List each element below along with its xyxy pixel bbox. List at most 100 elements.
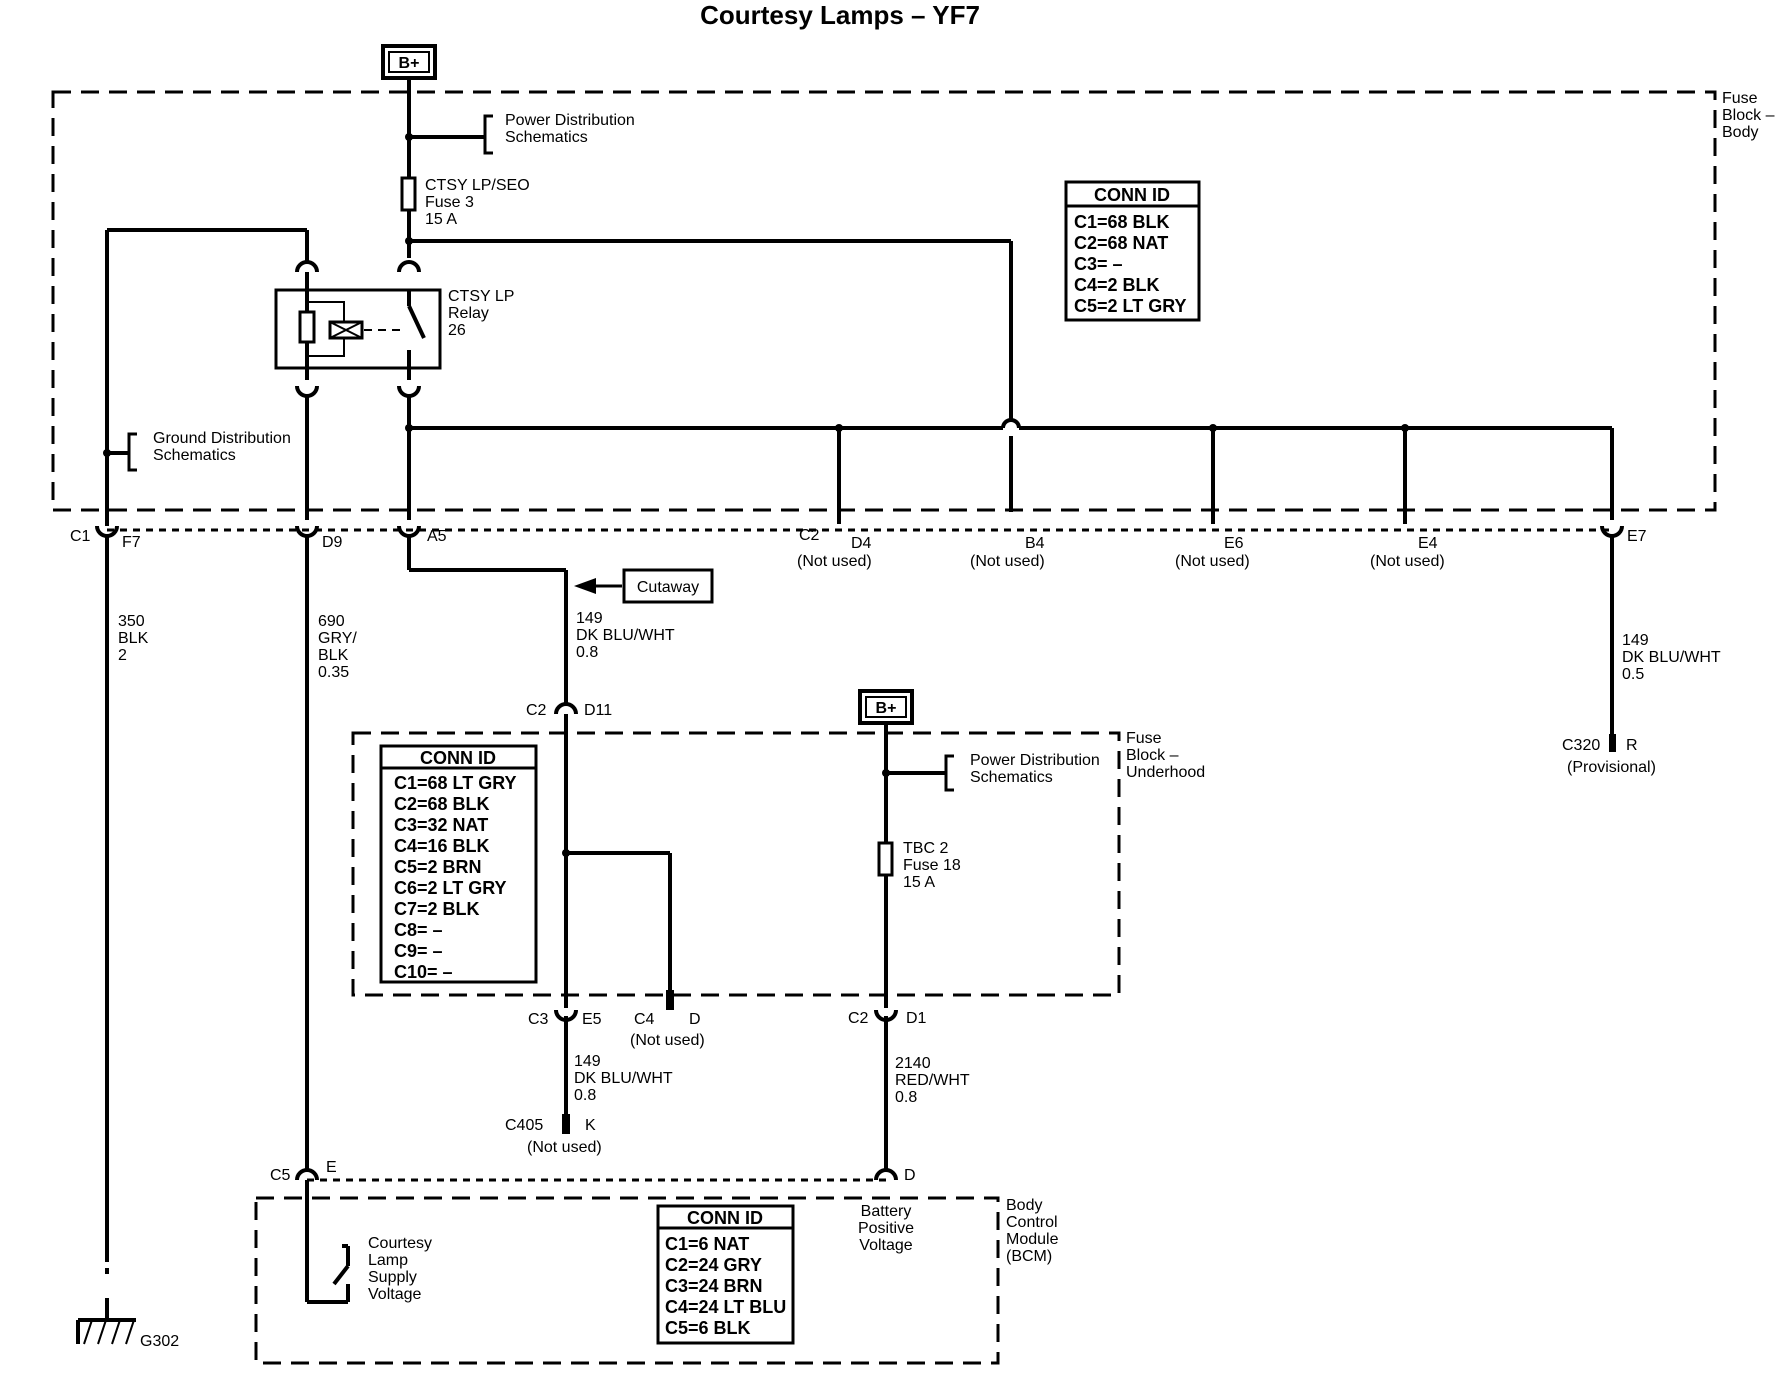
- conn-id-body-row-1: C1=68 BLK: [1074, 212, 1170, 232]
- pin-d9: D9: [322, 534, 343, 551]
- wire-149a-3: 0.8: [576, 644, 598, 661]
- cutaway-box: [622, 568, 714, 604]
- fuse-18-label-2: Fuse 18: [903, 857, 961, 874]
- power-dist-top-2: Schematics: [505, 129, 588, 146]
- pin-c2-mid: C2: [526, 702, 547, 719]
- conn-id-bcm: CONN ID C1=6 NAT C2=24 GRY C3=24 BRN C4=…: [656, 1204, 795, 1345]
- conn-id-bcm-row-3: C3=24 BRN: [665, 1276, 763, 1296]
- pin-e5: E5: [582, 1011, 602, 1028]
- b-plus-underhood-label: B+: [876, 700, 897, 717]
- ground-g302: [76, 1298, 136, 1345]
- fuse-block-underhood-label-1: Fuse: [1126, 730, 1162, 747]
- fuse-3-symbol: [400, 176, 417, 212]
- pin-g302: G302: [140, 1333, 179, 1350]
- pin-r: R: [1626, 737, 1638, 754]
- pin-k-not-used: (Not used): [527, 1139, 602, 1156]
- fuse-block-underhood-label-2: Block –: [1126, 747, 1179, 764]
- pin-provisional: (Provisional): [1567, 759, 1656, 776]
- pin-c5: C5: [270, 1167, 291, 1184]
- pin-e6-not-used: (Not used): [1175, 553, 1250, 570]
- pin-e6: E6: [1224, 535, 1244, 552]
- relay-label-3: 26: [448, 322, 466, 339]
- power-dist-underhood-1: Power Distribution: [970, 752, 1100, 769]
- wire-350-3: 2: [118, 647, 127, 664]
- wire-149b-2: DK BLU/WHT: [1622, 649, 1721, 666]
- pin-d: D: [689, 1011, 701, 1028]
- pin-e7: E7: [1627, 528, 1647, 545]
- bcm-label-1: Body: [1006, 1197, 1042, 1214]
- pin-d-bcm: D: [904, 1167, 916, 1184]
- fuse-3-label-2: Fuse 3: [425, 194, 474, 211]
- relay-label-2: Relay: [448, 305, 489, 322]
- courtesy-lamp-2: Lamp: [368, 1252, 408, 1269]
- pin-k: K: [585, 1117, 596, 1134]
- conn-id-underhood-row-3: C3=32 NAT: [394, 815, 488, 835]
- fuse-block-body-label-2: Block –: [1722, 107, 1775, 124]
- conn-id-underhood-row-1: C1=68 LT GRY: [394, 773, 517, 793]
- wire-690-2: GRY/: [318, 630, 357, 647]
- power-dist-top-1: Power Distribution: [505, 112, 635, 129]
- wire-350-2: BLK: [118, 630, 149, 647]
- pin-e4-not-used: (Not used): [1370, 553, 1445, 570]
- conn-id-body-row-4: C4=2 BLK: [1074, 275, 1160, 295]
- bcm-label-3: Module: [1006, 1231, 1059, 1248]
- wire-149b-3: 0.5: [1622, 666, 1644, 683]
- pin-c320: C320: [1562, 737, 1600, 754]
- diagram-title: Courtesy Lamps – YF7: [700, 0, 980, 30]
- fuse-block-underhood-label-3: Underhood: [1126, 764, 1205, 781]
- pin-d11: D11: [584, 702, 612, 719]
- wire-149c-3: 0.8: [574, 1087, 596, 1104]
- battery-pos-2: Positive: [858, 1220, 914, 1237]
- conn-id-bcm-row-4: C4=24 LT BLU: [665, 1297, 786, 1317]
- bcm-outline: [254, 1196, 1000, 1365]
- wire-149c-2: DK BLU/WHT: [574, 1070, 673, 1087]
- conn-id-underhood-row-10: C10= –: [394, 962, 453, 982]
- pin-e4: E4: [1418, 535, 1438, 552]
- ground-dist-2: Schematics: [153, 447, 236, 464]
- courtesy-lamp-4: Voltage: [368, 1286, 421, 1303]
- pin-a5: A5: [427, 528, 447, 545]
- pin-b4-not-used: (Not used): [970, 553, 1045, 570]
- fuse-block-underhood-outline: [351, 731, 1121, 997]
- pin-c405: C405: [505, 1117, 543, 1134]
- pin-c2-low: C2: [848, 1010, 869, 1027]
- fuse-block-body-label-3: Body: [1722, 124, 1758, 141]
- pin-d1: D1: [906, 1010, 927, 1027]
- pin-c1: C1: [70, 528, 91, 545]
- pin-c4: C4: [634, 1011, 655, 1028]
- conn-id-body: CONN ID C1=68 BLK C2=68 NAT C3= – C4=2 B…: [1064, 180, 1201, 322]
- conn-id-bcm-row-2: C2=24 GRY: [665, 1255, 762, 1275]
- wire-2140-1: 2140: [895, 1055, 931, 1072]
- pin-b4: B4: [1025, 535, 1045, 552]
- conn-id-bcm-header: CONN ID: [687, 1208, 763, 1228]
- conn-id-bcm-row-5: C5=6 BLK: [665, 1318, 751, 1338]
- conn-id-bcm-row-1: C1=6 NAT: [665, 1234, 749, 1254]
- wire-690-4: 0.35: [318, 664, 349, 681]
- conn-id-underhood-row-7: C7=2 BLK: [394, 899, 480, 919]
- conn-id-body-header: CONN ID: [1094, 185, 1170, 205]
- fuse-18-symbol: [877, 841, 894, 877]
- cutaway-label: Cutaway: [637, 579, 699, 596]
- fuse-3-label-1: CTSY LP/SEO: [425, 177, 530, 194]
- b-plus-underhood: B+: [858, 689, 914, 725]
- b-plus-top: B+: [381, 44, 437, 80]
- conn-id-underhood: CONN ID C1=68 LT GRY C2=68 BLK C3=32 NAT…: [379, 744, 538, 984]
- conn-id-underhood-row-4: C4=16 BLK: [394, 836, 490, 856]
- fuse-18-label-3: 15 A: [903, 874, 935, 891]
- wire-2140-3: 0.8: [895, 1089, 917, 1106]
- conn-id-underhood-row-5: C5=2 BRN: [394, 857, 482, 877]
- b-plus-top-label: B+: [399, 55, 420, 72]
- courtesy-lamp-1: Courtesy: [368, 1235, 432, 1252]
- relay-label-1: CTSY LP: [448, 288, 514, 305]
- pin-c2-top: C2: [799, 527, 820, 544]
- ground-dist-1: Ground Distribution: [153, 430, 291, 447]
- conn-id-underhood-row-2: C2=68 BLK: [394, 794, 490, 814]
- conn-id-underhood-row-8: C8= –: [394, 920, 443, 940]
- courtesy-lamp-3: Supply: [368, 1269, 417, 1286]
- pin-c3: C3: [528, 1011, 549, 1028]
- fuse-block-body-outline: [51, 90, 1717, 512]
- fuse-18-label-1: TBC 2: [903, 840, 948, 857]
- conn-id-underhood-header: CONN ID: [420, 748, 496, 768]
- bcm-label-4: (BCM): [1006, 1248, 1052, 1265]
- fuse-block-body-label-1: Fuse: [1722, 90, 1758, 107]
